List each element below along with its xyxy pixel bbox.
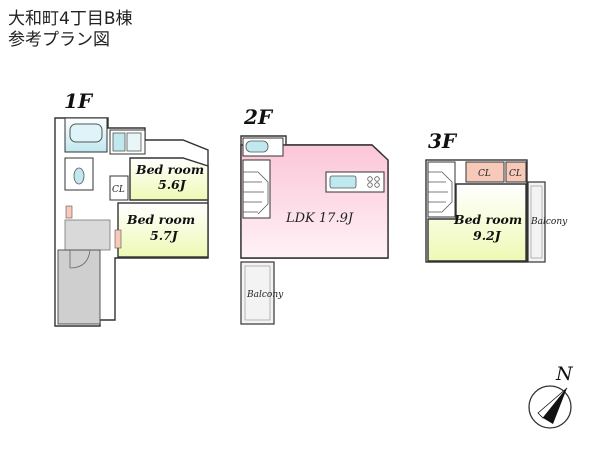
closet-label-3f-a: CL [478, 169, 491, 179]
balcony-label-3f: Balcony [530, 217, 568, 227]
closet-label-3f-b: CL [509, 169, 522, 179]
closet-label-1f: CL [112, 185, 125, 195]
bedroom-3f-size: 9.2J [473, 228, 502, 243]
floor-3f: CL CL Bed room 9.2J Balcony [425, 159, 568, 263]
bedroom-a-name: Bed room [135, 162, 204, 177]
balcony-3f [527, 181, 546, 263]
closet-3f-a [465, 161, 505, 183]
entrance [57, 249, 101, 325]
bathtub-icon [69, 123, 103, 143]
compass-north-label: N [555, 363, 574, 385]
floor-label-1f: 1F [64, 89, 94, 113]
floor-label-2f: 2F [243, 105, 274, 129]
floor-2f: LDK 17.9J Balcony [240, 135, 389, 325]
stairs-2f [242, 159, 271, 219]
bedroom-a-size: 5.6J [158, 177, 187, 192]
hallway [64, 219, 111, 251]
bedroom-9-2 [427, 183, 527, 262]
toilet-icon [73, 167, 85, 185]
bedroom-3f-name: Bed room [453, 212, 522, 227]
ldk-label: LDK 17.9J [285, 211, 354, 226]
stairs-3f [427, 161, 456, 218]
closet-3f-b [505, 161, 527, 183]
sink-icon [126, 132, 142, 152]
bedroom-b-size: 5.7J [150, 228, 179, 243]
bedroom-5-6 [129, 157, 209, 201]
shower-icon [112, 132, 126, 152]
balcony-label-2f: Balcony [246, 290, 284, 300]
bedroom-5-7 [117, 202, 209, 258]
compass: N [528, 363, 574, 429]
bedroom-b-name: Bed room [126, 212, 195, 227]
toilet-icon-2f [245, 140, 269, 153]
floor-1f: Bed room 5.6J CL Bed room 5.7J [54, 117, 209, 327]
balcony-2f [240, 261, 275, 325]
north-arrow-icon [543, 388, 567, 424]
floor-label-3f: 3F [428, 129, 458, 153]
kitchen-sink-icon [329, 175, 357, 189]
plan-subtitle: 参考プラン図 [8, 30, 110, 50]
plan-title: 大和町4丁目B棟 [8, 9, 133, 29]
